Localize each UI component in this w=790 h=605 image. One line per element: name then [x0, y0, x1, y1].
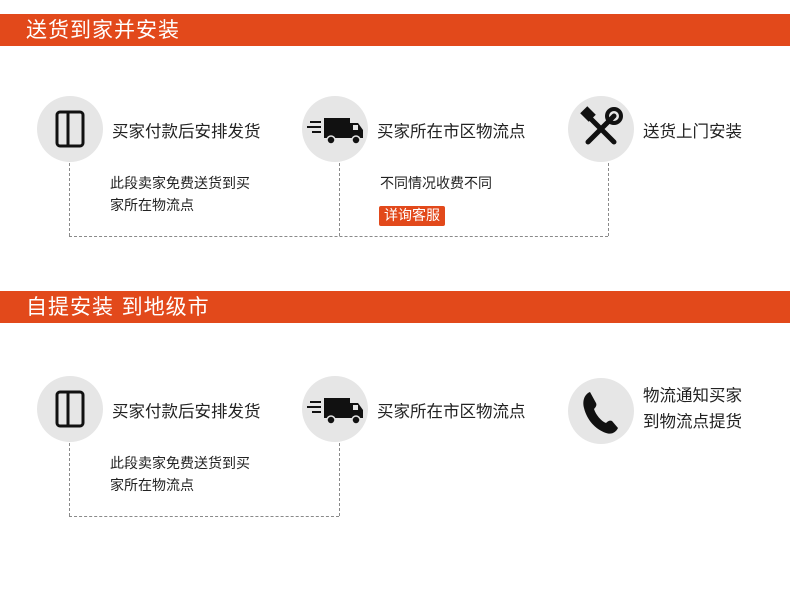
step-description: 不同情况收费不同: [380, 176, 492, 192]
section2-banner: 自提安装 到地级市: [0, 291, 790, 323]
card-icon: [55, 390, 85, 428]
step-label: 买家付款后安排发货: [112, 402, 261, 421]
tools-icon: [580, 106, 623, 145]
step-card-circle: [37, 96, 103, 162]
card-icon: [55, 110, 85, 148]
consult-service-button[interactable]: 详询客服: [379, 206, 445, 226]
section1-title: 送货到家并安装: [26, 18, 180, 42]
truck-icon: [307, 398, 363, 425]
step-label: 送货上门安装: [643, 122, 742, 141]
step-label: 买家所在市区物流点: [377, 122, 526, 141]
dashed-connector: [69, 516, 339, 517]
truck-icon: [307, 118, 363, 145]
dashed-connector: [69, 163, 70, 236]
step-truck-circle: [302, 376, 368, 442]
step-description: 此段卖家免费送货到买 家所在物流点: [110, 176, 250, 214]
dashed-connector: [69, 236, 608, 237]
step-card-circle: [37, 376, 103, 442]
section2-title: 自提安装 到地级市: [26, 295, 210, 319]
step-label: 买家所在市区物流点: [377, 402, 526, 421]
step-truck-circle: [302, 96, 368, 162]
dashed-connector: [608, 163, 609, 236]
dashed-connector: [339, 443, 340, 516]
phone-icon: [583, 392, 618, 434]
step-phone-circle: [568, 378, 634, 444]
dashed-connector: [69, 443, 70, 516]
step-label: 物流通知买家 到物流点提货: [643, 386, 742, 431]
section1-banner: 送货到家并安装: [0, 14, 790, 46]
step-description: 此段卖家免费送货到买 家所在物流点: [110, 456, 250, 494]
step-label: 买家付款后安排发货: [112, 122, 261, 141]
dashed-connector: [339, 163, 340, 236]
step-tools-circle: [568, 96, 634, 162]
